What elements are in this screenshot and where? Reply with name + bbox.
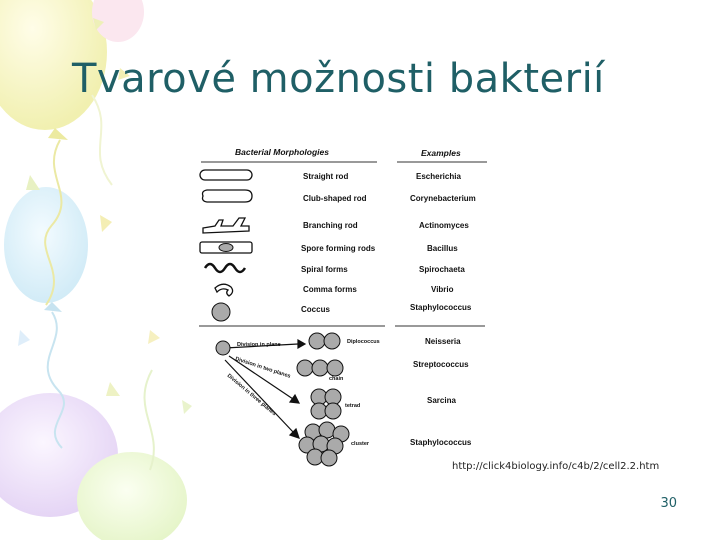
spiral-icon: [203, 262, 247, 274]
example-sarcina: Sarcina: [427, 396, 456, 405]
label-tetrad: tetrad: [345, 403, 360, 409]
bacterial-morphology-diagram: Bacterial Morphologies Examples Straight…: [199, 147, 487, 467]
club-rod-icon: [201, 189, 253, 203]
example-streptococcus: Streptococcus: [413, 360, 469, 369]
label-spiral-forms: Spiral forms: [301, 265, 348, 274]
example-staphylococcus-cluster: Staphylococcus: [410, 438, 472, 447]
division-arrows: [224, 338, 307, 439]
example-vibrio: Vibrio: [431, 285, 454, 294]
balloon-pink: [92, 0, 144, 42]
slide-title: Tvarové možnosti bakterií: [72, 56, 605, 102]
comma-icon: [214, 283, 234, 297]
label-chain: chain: [329, 376, 344, 382]
diplococcus-icon: [308, 332, 341, 350]
header-examples: Examples: [421, 148, 461, 158]
label-division-three-planes: Division in three planes: [226, 373, 277, 417]
starting-coccus-icon: [215, 340, 231, 356]
branching-rod-icon: [202, 217, 250, 234]
header-bacterial-morphologies: Bacterial Morphologies: [235, 147, 329, 157]
spore-rod-icon: [199, 241, 253, 254]
label-branching-rod: Branching rod: [303, 221, 358, 230]
page-number: 30: [660, 496, 677, 511]
example-neisseria: Neisseria: [425, 337, 461, 346]
label-coccus: Coccus: [301, 305, 330, 314]
label-spore-forming-rods: Spore forming rods: [301, 244, 376, 253]
example-spirochaeta: Spirochaeta: [419, 265, 465, 274]
coccus-icon: [211, 302, 231, 322]
balloon-yellow: [0, 0, 107, 140]
label-club-shaped-rod: Club-shaped rod: [303, 194, 367, 203]
label-straight-rod: Straight rod: [303, 172, 348, 181]
balloon-green: [77, 452, 187, 540]
label-comma-forms: Comma forms: [303, 285, 357, 294]
example-corynebacterium: Corynebacterium: [410, 194, 476, 203]
straight-rod-icon: [199, 169, 253, 181]
label-diplococcus: Diplococcus: [347, 339, 380, 345]
example-actinomyces: Actinomyces: [419, 221, 469, 230]
cluster-icon: [298, 421, 350, 467]
label-division-two-planes: Division in two planes: [234, 356, 291, 380]
example-bacillus: Bacillus: [427, 244, 458, 253]
example-staphylococcus-coccus: Staphylococcus: [410, 303, 472, 312]
balloon-confetti: [18, 18, 192, 414]
example-escherichia: Escherichia: [416, 172, 461, 181]
label-division-in-plane: Division in plane: [237, 342, 281, 348]
tetrad-icon: [310, 388, 342, 420]
label-cluster: cluster: [351, 441, 370, 447]
balloon-strings: [44, 94, 155, 471]
chain-icon: [296, 359, 344, 377]
source-url: http://click4biology.info/c4b/2/cell2.2.…: [452, 461, 660, 472]
